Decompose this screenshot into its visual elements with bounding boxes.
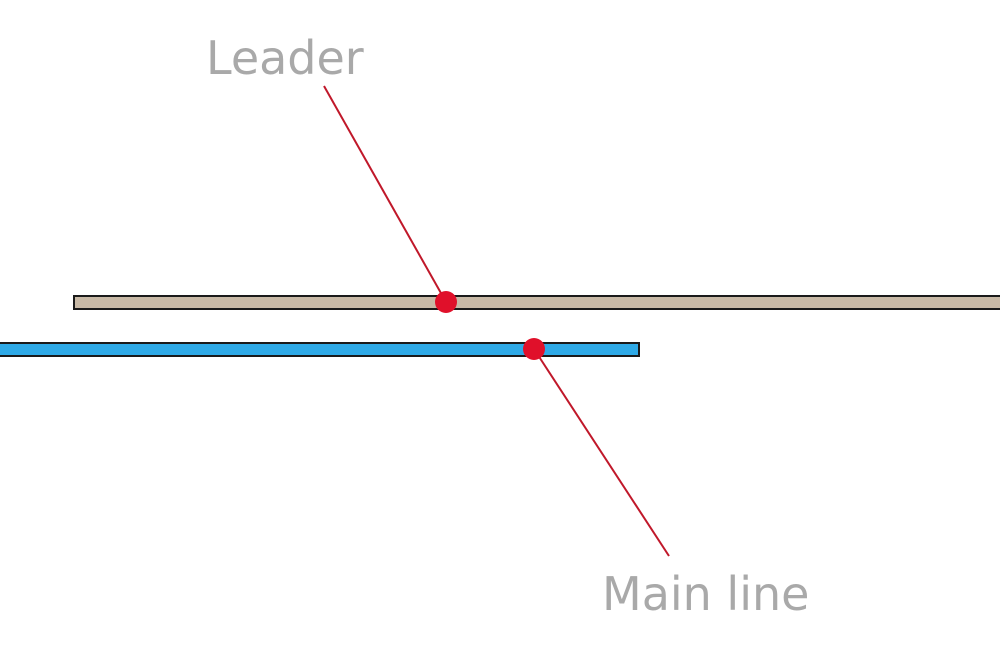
leader-label: Leader — [206, 31, 364, 85]
main-line-label: Main line — [602, 567, 809, 621]
leader-marker-dot — [435, 291, 457, 313]
leader-bar — [73, 295, 1000, 310]
main-line-marker-dot — [523, 338, 545, 360]
leader-callout-line — [323, 85, 447, 303]
main-line-bar — [0, 342, 640, 357]
main-line-callout-line — [533, 348, 670, 557]
